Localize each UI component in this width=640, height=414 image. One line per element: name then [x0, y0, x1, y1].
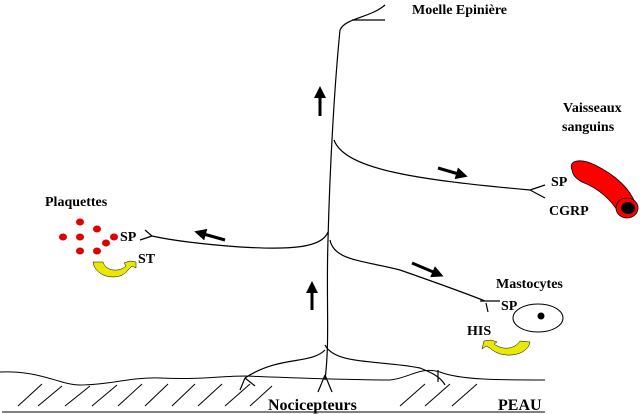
- vessel-sp-label: SP: [551, 175, 568, 190]
- platelets-icon: [59, 218, 118, 255]
- mast-his-label: HIS: [467, 324, 491, 339]
- spinal-cord-terminals: [339, 4, 386, 31]
- arrow-left-icon: [194, 228, 226, 242]
- mast-cells-label: Mastocytes: [496, 277, 563, 292]
- mast-cell-branch: [329, 239, 486, 302]
- right-dermal-branch: [324, 344, 446, 386]
- direction-arrows: [194, 86, 468, 310]
- platelet-branch: [151, 231, 329, 249]
- vessel-cgrp-label: CGRP: [549, 204, 589, 219]
- arrow-right-icon: [411, 261, 444, 278]
- skin-surface-line: [0, 369, 546, 386]
- blood-vessel-icon: [570, 160, 639, 219]
- vessel-branch: [333, 139, 531, 191]
- main-trunk: [324, 29, 341, 381]
- mast-cell-branch-terminals: [480, 300, 500, 313]
- vessels-label-line2: sanguins: [562, 120, 615, 135]
- skin-label: PEAU: [498, 397, 542, 414]
- arrow-right-icon: [437, 166, 468, 180]
- spinal-cord-label: Moelle Epinière: [412, 3, 507, 18]
- vessels-label-line1: Vaisseaux: [563, 101, 622, 116]
- platelets-label: Plaquettes: [45, 195, 108, 210]
- platelet-branch-terminals: [139, 229, 153, 241]
- platelets-sp-label: SP: [120, 230, 137, 245]
- platelets-st-label: ST: [138, 252, 156, 267]
- nociceptor-terminals: [317, 374, 333, 393]
- skin-layer: [0, 369, 546, 413]
- nociceptor-fibers: [139, 4, 546, 393]
- skin-hatching: [17, 383, 478, 407]
- nociceptors-label: Nocicepteurs: [268, 397, 357, 414]
- left-dermal-branch: [239, 349, 326, 391]
- vessel-branch-terminals: [529, 184, 546, 199]
- mast-sp-label: SP: [501, 299, 518, 314]
- release-arrow-icon: [92, 260, 137, 278]
- release-arrow-icon: [481, 339, 531, 356]
- mast-cell-icon: [512, 303, 564, 333]
